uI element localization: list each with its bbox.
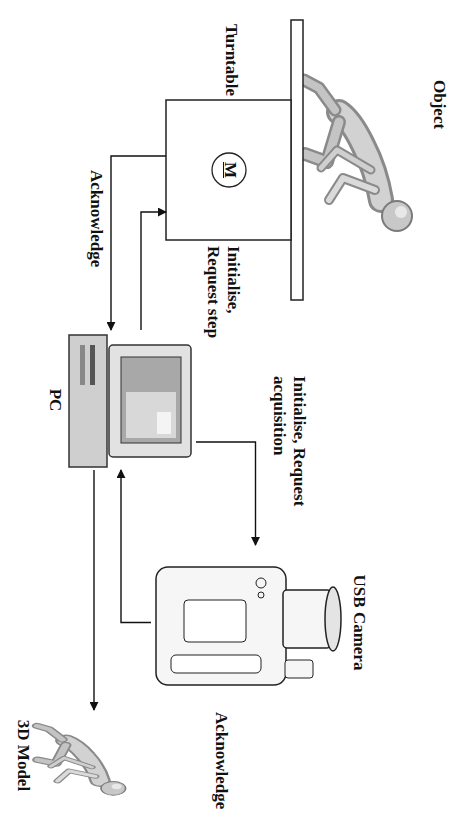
turntable-box [166, 100, 291, 240]
motor-label: M [220, 156, 240, 184]
node-box: Object [303, 30, 423, 280]
edge-label: Initialise, Request acquisition [270, 374, 309, 534]
node-label: USB Camera [349, 550, 369, 695]
node-box: PC [66, 330, 196, 470]
edge-label: Initialise, Request step [204, 244, 243, 352]
node-label: Turntable [221, 4, 241, 96]
node-label: Object [429, 80, 449, 170]
turntable-platform [291, 20, 303, 300]
node-box: TurntableM [166, 100, 291, 240]
3d-model-figure [37, 726, 126, 795]
connector-arrow [121, 470, 151, 623]
connector-arrow [196, 442, 256, 545]
connector-arrow [93, 470, 94, 710]
node-box: 3D Model [33, 710, 136, 805]
node-label: 3D Model [13, 698, 33, 813]
pc-icon [69, 335, 191, 467]
node-label: PC [45, 360, 65, 440]
motor-symbol [212, 153, 246, 187]
node-box: USB Camera [151, 545, 341, 700]
usb-camera-icon [156, 567, 341, 685]
connector-arrow [111, 156, 166, 330]
edge-label: Acknowledge [211, 710, 231, 813]
edge-label: Acknowledge [86, 168, 106, 284]
connector-arrow [141, 212, 166, 330]
object-figure [304, 80, 412, 231]
